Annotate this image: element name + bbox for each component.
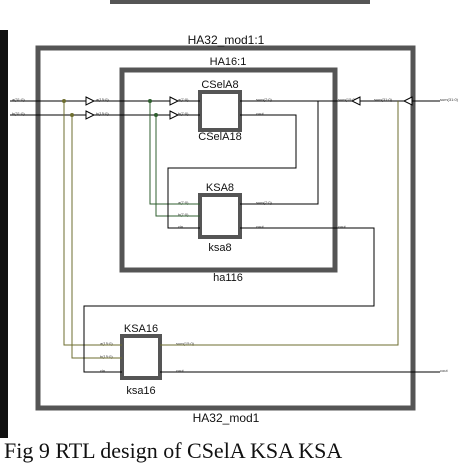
- port-sum-out: sum(31:0): [440, 97, 459, 102]
- figure-caption: Fig 9 RTL design of CSelA KSA KSA: [4, 438, 343, 463]
- ksa16-block[interactable]: [120, 334, 162, 380]
- inner-block[interactable]: [119, 67, 338, 273]
- ksa8-pin-b: b(7:0): [178, 212, 189, 217]
- csela8-pin-a: a(7:0): [178, 97, 189, 102]
- ksa8-pin-cin: cin: [178, 224, 183, 229]
- outer-block-bottom-label: HA32_mod1: [193, 411, 260, 425]
- port-sum-out-inner: sum(31:0): [374, 97, 393, 102]
- top-caption-remnant: [110, 0, 370, 4]
- port-b-in: b(31:0): [12, 111, 25, 116]
- csela8-bottom-label: CSelA18: [198, 131, 241, 143]
- csela8-top-label: CSelA8: [201, 79, 238, 91]
- port-a-inner: a(15:0): [96, 97, 109, 102]
- ksa8-block[interactable]: [198, 193, 242, 239]
- inner-block-top-label: HA16:1: [210, 56, 247, 68]
- wires: [10, 96, 440, 373]
- port-cout-inner: cout: [338, 224, 346, 229]
- port-b-inner: b(15:0): [96, 111, 109, 116]
- csela8-pin-b: b(7:0): [178, 111, 189, 116]
- ksa8-pin-cout: cout: [256, 224, 264, 229]
- ksa8-pin-sum: sum(7:0): [256, 200, 272, 205]
- ksa16-pin-a: a(15:0): [100, 341, 113, 346]
- csela8-pin-cout: cout: [256, 111, 264, 116]
- ksa8-top-label: KSA8: [206, 182, 234, 194]
- port-cout-out: cout: [440, 368, 448, 373]
- ksa16-pin-sum: sum(15:0): [176, 341, 195, 346]
- ksa16-bottom-label: ksa16: [126, 385, 155, 397]
- ksa8-pin-a: a(7:0): [178, 200, 189, 205]
- outer-block-top-label: HA32_mod1:1: [188, 33, 265, 47]
- csela8-pin-sum: sum(7:0): [256, 97, 272, 102]
- inner-block-bottom-label: ha116: [213, 272, 243, 284]
- ksa16-pin-cout: cout: [176, 368, 184, 373]
- csela8-block[interactable]: [198, 90, 242, 132]
- port-a-in: a(31:0): [12, 97, 25, 102]
- ksa16-pin-cin: cin: [100, 368, 105, 373]
- ksa8-bottom-label: ksa8: [208, 242, 231, 254]
- outer-block[interactable]: [35, 45, 416, 411]
- ksa16-top-label: KSA16: [124, 323, 158, 335]
- ksa16-pin-b: b(15:0): [100, 354, 113, 359]
- left-frame-edge: [0, 30, 8, 438]
- port-sum-inner: sum(15:0): [338, 97, 357, 102]
